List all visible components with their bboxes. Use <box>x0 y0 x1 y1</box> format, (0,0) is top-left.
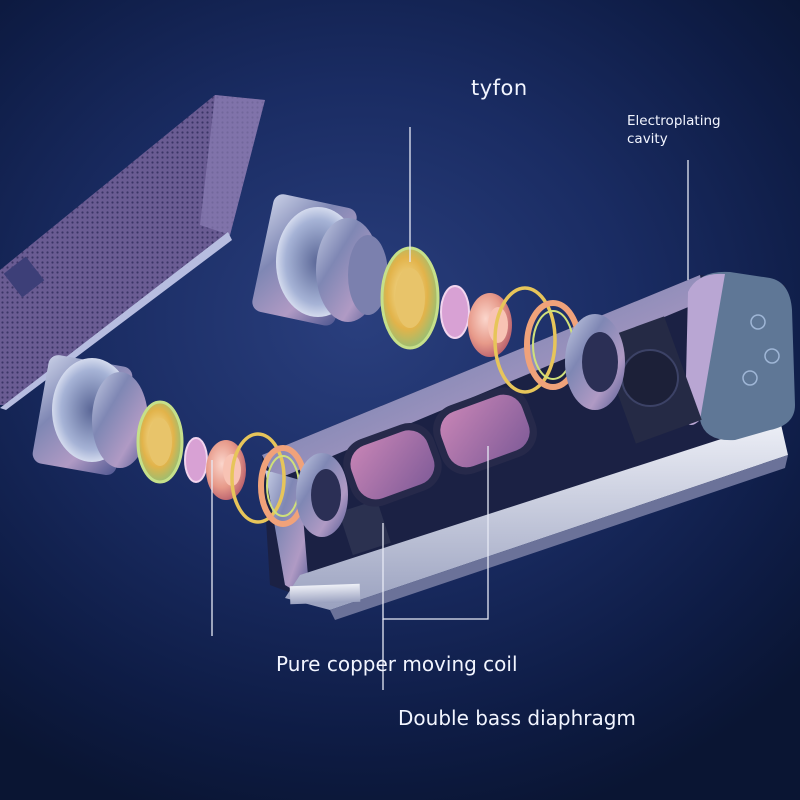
label-tyfon: tyfon <box>471 76 528 100</box>
label-electroplating-line1: Electroplating <box>627 113 721 129</box>
bass-diaphragm-left <box>343 423 442 507</box>
label-pure-copper-moving-coil: Pure copper moving coil <box>276 652 518 676</box>
label-electroplating-line2: cavity <box>627 131 668 147</box>
label-electroplating-cavity: Electroplating cavity <box>627 112 757 148</box>
speaker-grille-cover <box>0 95 265 410</box>
lower-driver-assembly <box>32 355 348 537</box>
bass-diaphragm-right <box>433 387 537 475</box>
label-double-bass-diaphragm: Double bass diaphragm <box>398 706 636 730</box>
callout-lines <box>211 127 689 690</box>
upper-driver-assembly <box>252 194 625 410</box>
